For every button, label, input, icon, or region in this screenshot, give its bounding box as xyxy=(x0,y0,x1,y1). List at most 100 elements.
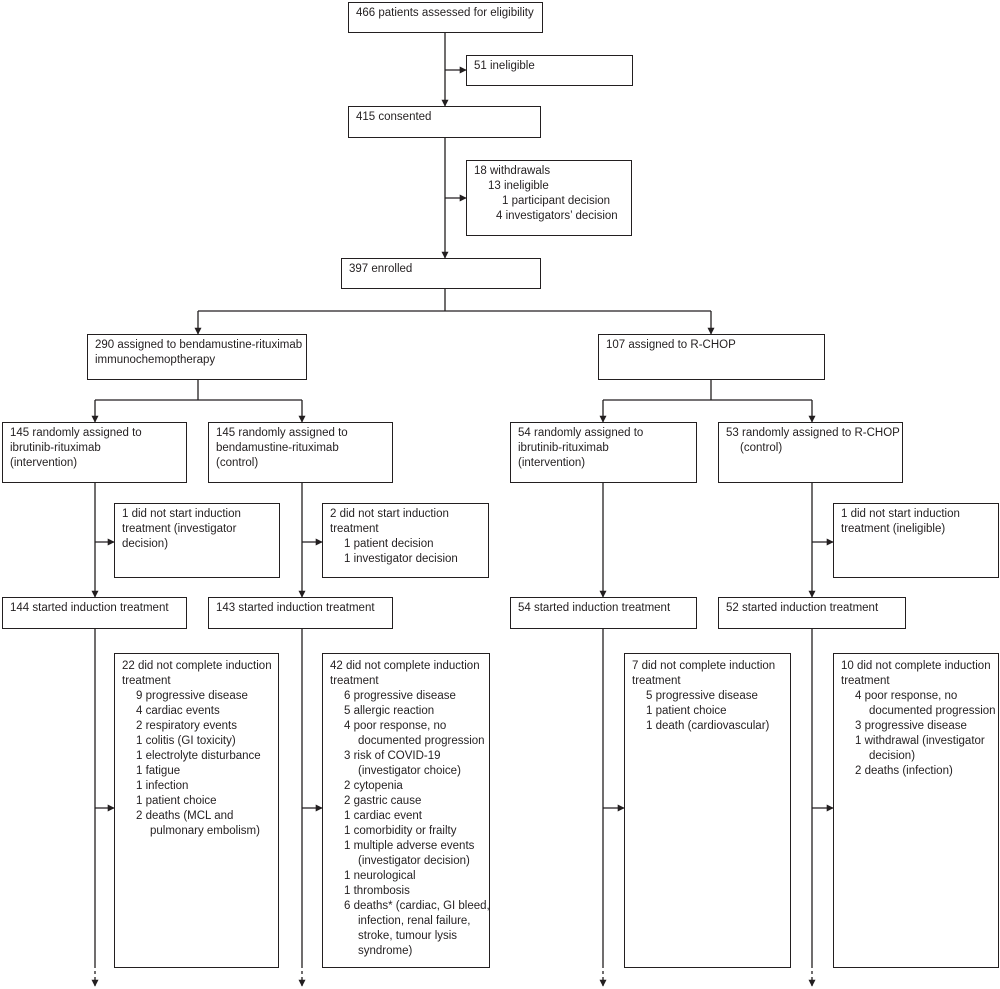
arm2-reason: 4 poor response, no xyxy=(344,720,447,732)
arm2-reason: infection, renal failure, xyxy=(358,915,471,927)
arm3-randomised-line: ibrutinib-rituximab xyxy=(518,442,609,454)
arm1-reason: 2 deaths (MCL and xyxy=(136,810,234,822)
arm1-reason: 9 progressive disease xyxy=(136,690,248,702)
arm2-started-text: 143 started induction treatment xyxy=(216,602,375,614)
arm3-reason: 1 patient choice xyxy=(646,705,727,717)
arm4-reason: 2 deaths (infection) xyxy=(855,765,953,777)
arm2-reason: 1 comorbidity or frailty xyxy=(344,825,457,837)
arm4-not-started-line: treatment (ineligible) xyxy=(841,523,946,535)
ineligible-box: 51 ineligible xyxy=(466,55,633,86)
arm4-reason: 4 poor response, no xyxy=(855,690,958,702)
arm2-randomised-line: bendamustine-rituximab xyxy=(216,442,339,454)
assessed-box: 466 patients assessed for eligibility xyxy=(348,2,543,33)
enrolled-text: 397 enrolled xyxy=(349,263,413,275)
arm3-started-text: 54 started induction treatment xyxy=(518,602,671,614)
arm1-reason: 4 cardiac events xyxy=(136,705,220,717)
arm3-started-box: 54 started induction treatment xyxy=(510,597,697,629)
arm2-not-started-item: 1 investigator decision xyxy=(344,553,458,565)
br-assignment-line: 290 assigned to bendamustine-rituximab xyxy=(95,339,303,351)
arm4-not-completed-title: treatment xyxy=(841,675,890,687)
assessed-text: 466 patients assessed for eligibility xyxy=(356,7,534,19)
arm2-randomised-line: (control) xyxy=(216,457,259,469)
arm2-reason: stroke, tumour lysis xyxy=(358,930,458,942)
arm2-not-completed-title: treatment xyxy=(330,675,379,687)
arm1-not-completed-title: 22 did not complete induction xyxy=(122,660,272,672)
withdrawals-item: 1 participant decision xyxy=(502,195,611,207)
arm2-reason: 6 deaths* (cardiac, GI bleed, xyxy=(344,900,490,912)
br-assignment-line: immunochemoptherapy xyxy=(95,354,216,366)
arm2-reason: 1 multiple adverse events xyxy=(344,840,475,852)
arm2-not-started-box: 2 did not start induction treatment 1 pa… xyxy=(322,503,489,578)
arm2-reason: 2 gastric cause xyxy=(344,795,422,807)
arm3-reason: 5 progressive disease xyxy=(646,690,758,702)
arm1-randomised-line: ibrutinib-rituximab xyxy=(10,442,101,454)
arm2-randomised-line: 145 randomly assigned to xyxy=(216,427,348,439)
arm1-not-started-line: 1 did not start induction xyxy=(122,508,241,520)
arm1-started-text: 144 started induction treatment xyxy=(10,602,169,614)
arm1-reason: 1 fatigue xyxy=(136,765,181,777)
rchop-assignment-box: 107 assigned to R-CHOP xyxy=(598,334,825,380)
arm2-not-completed-box: 42 did not complete induction treatment … xyxy=(322,653,490,968)
arm1-not-completed-box: 22 did not complete induction treatment … xyxy=(114,653,279,968)
arm2-reason: (investigator choice) xyxy=(358,765,461,777)
arm4-not-completed-box: 10 did not complete induction treatment … xyxy=(833,653,999,968)
arm3-not-completed-title: 7 did not complete induction xyxy=(632,660,776,672)
arm1-reason: 1 infection xyxy=(136,780,189,792)
arm3-randomised-line: (intervention) xyxy=(518,457,586,469)
arm1-started-box: 144 started induction treatment xyxy=(2,597,187,629)
arm1-not-started-box: 1 did not start induction treatment (inv… xyxy=(114,503,280,578)
arm1-reason: 2 respiratory events xyxy=(136,720,237,732)
consented-box: 415 consented xyxy=(348,106,541,138)
arm4-not-started-line: 1 did not start induction xyxy=(841,508,960,520)
arm4-randomised-box: 53 randomly assigned to R-CHOP (control) xyxy=(718,422,903,483)
arm3-not-completed-title: treatment xyxy=(632,675,681,687)
arm2-reason: 2 cytopenia xyxy=(344,780,403,792)
arm2-started-box: 143 started induction treatment xyxy=(208,597,393,629)
arm4-reason: 3 progressive disease xyxy=(855,720,967,732)
arm2-not-started-item: 1 patient decision xyxy=(344,538,434,550)
consented-text: 415 consented xyxy=(356,111,432,123)
arm3-randomised-box: 54 randomly assigned to ibrutinib-rituxi… xyxy=(510,422,697,483)
arm2-reason: 6 progressive disease xyxy=(344,690,456,702)
arm1-randomised-box: 145 randomly assigned to ibrutinib-ritux… xyxy=(2,422,187,483)
arm1-not-started-line: treatment (investigator xyxy=(122,523,237,535)
arm1-reason: 1 patient choice xyxy=(136,795,217,807)
arm1-randomised-line: (intervention) xyxy=(10,457,78,469)
arm1-not-completed-title: treatment xyxy=(122,675,171,687)
arm4-started-box: 52 started induction treatment xyxy=(718,597,906,629)
arm2-reason: 1 thrombosis xyxy=(344,885,410,897)
enrolled-box: 397 enrolled xyxy=(341,258,541,289)
arm2-not-completed-title: 42 did not complete induction xyxy=(330,660,480,672)
arm4-reason: decision) xyxy=(869,750,916,762)
arm2-not-started-line: treatment xyxy=(330,523,379,535)
withdrawals-item: 4 investigators’ decision xyxy=(496,210,618,222)
arm4-randomised-line: (control) xyxy=(740,442,783,454)
withdrawals-box: 18 withdrawals 13 ineligible 1 participa… xyxy=(466,160,632,236)
arm4-not-completed-title: 10 did not complete induction xyxy=(841,660,991,672)
arm2-randomised-box: 145 randomly assigned to bendamustine-ri… xyxy=(208,422,393,483)
arm2-reason: 1 cardiac event xyxy=(344,810,422,822)
arm4-started-text: 52 started induction treatment xyxy=(726,602,879,614)
arm2-reason: documented progression xyxy=(358,735,485,747)
withdrawals-sub: 13 ineligible xyxy=(488,180,549,192)
arm1-reason: 1 electrolyte disturbance xyxy=(136,750,261,762)
arm4-reason: 1 withdrawal (investigator xyxy=(855,735,985,747)
arm2-reason: (investigator decision) xyxy=(358,855,470,867)
arm1-not-started-line: decision) xyxy=(122,538,169,550)
withdrawals-title: 18 withdrawals xyxy=(474,165,551,177)
ineligible-text: 51 ineligible xyxy=(474,60,535,72)
arm4-randomised-line: 53 randomly assigned to R-CHOP xyxy=(726,427,900,439)
br-assignment-box: 290 assigned to bendamustine-rituximab i… xyxy=(87,334,307,380)
arm3-not-completed-box: 7 did not complete induction treatment 5… xyxy=(624,653,791,968)
arm4-not-started-box: 1 did not start induction treatment (ine… xyxy=(833,503,999,578)
arm1-reason: 1 colitis (GI toxicity) xyxy=(136,735,236,747)
arm2-reason: 5 allergic reaction xyxy=(344,705,435,717)
arm3-randomised-line: 54 randomly assigned to xyxy=(518,427,644,439)
arm2-reason: 3 risk of COVID-19 xyxy=(344,750,441,762)
arm2-reason: 1 neurological xyxy=(344,870,416,882)
arm4-reason: documented progression xyxy=(869,705,996,717)
arm2-not-started-line: 2 did not start induction xyxy=(330,508,449,520)
arm1-reason: pulmonary embolism) xyxy=(150,825,260,837)
arm2-reason: syndrome) xyxy=(358,945,413,957)
